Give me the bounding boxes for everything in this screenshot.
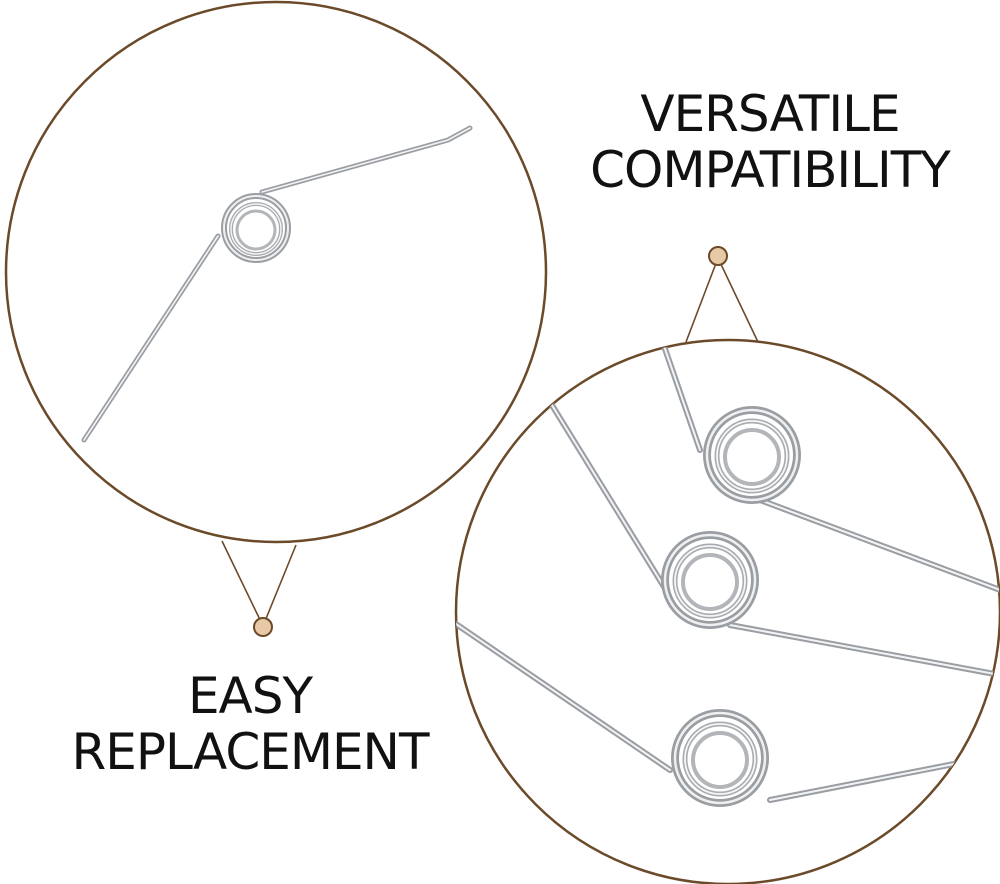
caption-easy-replacement: EASY REPLACEMENT	[40, 668, 460, 780]
right-callout	[685, 246, 759, 343]
left-circle-frame	[4, 0, 548, 544]
caption-top-line1: VERSATILE	[640, 85, 900, 143]
three-springs-icon	[456, 343, 1000, 807]
right-callout-dot	[708, 246, 728, 266]
caption-versatile-compatibility: VERSATILE COMPATIBILITY	[560, 86, 980, 198]
single-spring-icon	[81, 125, 473, 443]
left-callout-dot	[253, 617, 273, 637]
caption-bottom-line1: EASY	[187, 667, 313, 725]
caption-bottom-line2: REPLACEMENT	[71, 723, 430, 781]
left-callout	[221, 540, 297, 637]
caption-top-line2: COMPATIBILITY	[590, 141, 951, 199]
